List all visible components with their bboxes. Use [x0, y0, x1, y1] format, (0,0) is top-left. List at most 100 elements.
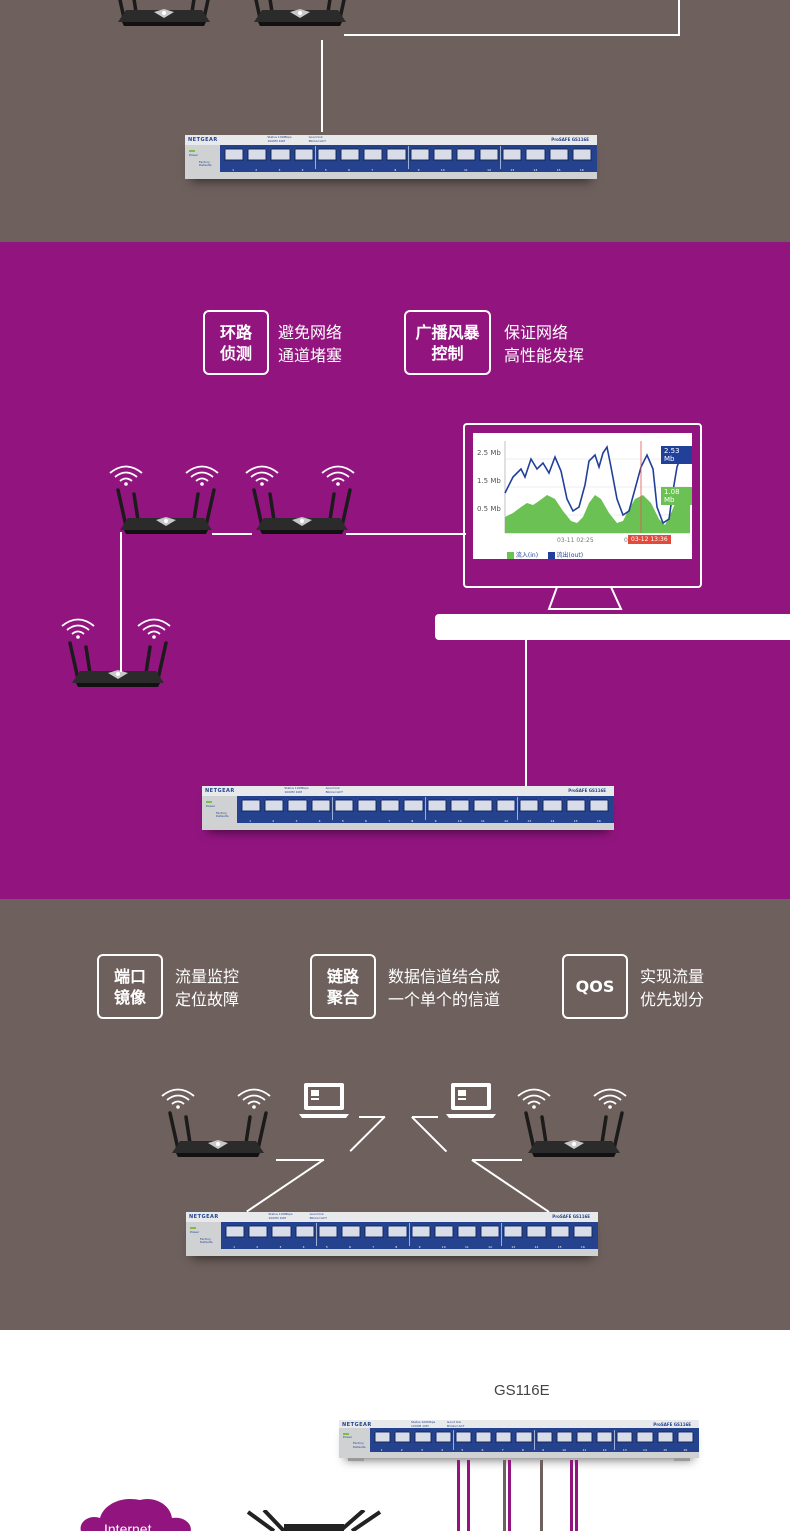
ethernet-port	[264, 799, 285, 813]
ethernet-port	[456, 1225, 478, 1239]
link-line	[346, 533, 466, 535]
feature-desc-line: 保证网络	[504, 323, 569, 342]
link-line	[120, 532, 122, 672]
legend-check-icon	[507, 552, 514, 559]
model-label: GS116E	[494, 1382, 550, 1399]
port-number: 8	[521, 1448, 524, 1453]
port-number: 13	[622, 1448, 627, 1453]
port-divider	[452, 1429, 454, 1450]
ethernet-port	[656, 1431, 674, 1443]
feature-desc-aggregation: 数据信道结合成 一个单个的信道	[388, 965, 500, 1011]
port-number: 6	[481, 1448, 484, 1453]
port-number: 7	[372, 1244, 375, 1249]
link-line	[276, 1159, 324, 1161]
y-tick-label: 0.5 Mb	[477, 505, 501, 513]
wifi-icon	[60, 617, 96, 639]
feature-desc-line: 流量监控	[175, 967, 240, 986]
port-number: 2	[400, 1448, 403, 1453]
laptop-icon	[446, 1083, 496, 1118]
port-number: 12	[487, 167, 491, 172]
router-icon	[114, 488, 218, 536]
ethernet-port	[474, 1431, 493, 1443]
port-number: 15	[663, 1448, 668, 1453]
port-number: 1	[232, 167, 235, 172]
ethernet-port	[386, 148, 407, 162]
port-number: 14	[550, 818, 555, 823]
ethernet-port	[270, 148, 291, 162]
monitor-stand	[547, 587, 623, 610]
ethernet-port	[248, 1225, 269, 1239]
port-number: 5	[325, 1244, 328, 1249]
wifi-icon	[516, 1087, 552, 1109]
monitor-screen: 2.5 Mb 1.5 Mb 0.5 Mb 2.53 Mb 1.08 Mb 03-…	[473, 433, 692, 559]
port-number: 12	[602, 1448, 607, 1453]
ethernet-port	[535, 1431, 553, 1443]
port-number: 7	[371, 167, 374, 172]
switch-model: ProSAFE GS116E	[653, 1422, 691, 1427]
legend-label: 流出(out)	[556, 552, 584, 559]
port-number: 16	[579, 167, 584, 172]
port-number: 15	[557, 1244, 562, 1249]
ethernet-port	[525, 148, 546, 162]
link-line	[246, 1159, 325, 1213]
link-line	[212, 533, 252, 535]
ethernet-port	[224, 148, 245, 162]
port-number: 4	[302, 1244, 305, 1249]
power-led	[189, 149, 195, 152]
ethernet-port	[515, 1431, 533, 1443]
port-number: 10	[562, 1448, 567, 1453]
link-line	[525, 640, 527, 788]
port-number: 11	[480, 818, 485, 823]
ethernet-port	[555, 1431, 573, 1443]
ethernet-port	[496, 799, 517, 813]
laptop	[299, 1082, 349, 1120]
switch-led-label: Good link Blinks=ACT	[309, 1212, 327, 1220]
port-number: 8	[411, 818, 414, 823]
link-line	[359, 1116, 385, 1118]
wifi-icon	[108, 464, 144, 486]
legend: 流入(in) 流出(out)	[507, 550, 583, 559]
router	[248, 0, 352, 28]
ethernet-port	[519, 799, 540, 813]
feature-badge-broadcast: 广播风暴 控制	[404, 310, 491, 375]
feature-desc-line: 数据信道结合成	[388, 967, 501, 986]
feature-badge-mirroring: 端口 镜像	[97, 954, 163, 1019]
ethernet-port	[616, 1431, 634, 1443]
feature-desc-line: 高性能发挥	[504, 346, 585, 365]
router-icon	[166, 1111, 270, 1159]
port-number: 4	[318, 818, 321, 823]
ethernet-port	[414, 1431, 432, 1443]
feature-badge-loop: 环路 侦测	[203, 310, 269, 375]
port-number: 12	[488, 1244, 492, 1249]
port-number: 13	[527, 818, 532, 823]
wifi-icon	[136, 617, 172, 639]
port-number: 13	[510, 167, 515, 172]
cable	[540, 1460, 543, 1531]
port-divider	[517, 797, 519, 821]
port-number: 16	[580, 1244, 585, 1249]
switch-brand: NETGEAR	[188, 137, 218, 143]
switch-brand: NETGEAR	[205, 788, 235, 794]
legend-label: 流入(in)	[515, 552, 539, 559]
x-tick-label: 03-11 02:25	[557, 537, 594, 544]
port-number: 11	[464, 1244, 469, 1249]
switch-led-label: Good link Blinks=ACT	[308, 135, 326, 143]
feature-desc-line: 实现流量	[640, 967, 705, 986]
port-number: 3	[420, 1448, 423, 1453]
ethernet-port	[455, 148, 477, 162]
ethernet-port	[433, 1225, 454, 1239]
value-tag-out: 1.08 Mb	[661, 487, 692, 505]
port-number: 16	[596, 818, 601, 823]
ethernet-port	[495, 1431, 513, 1443]
port-divider	[314, 146, 316, 170]
router	[112, 0, 216, 28]
feature-title: 端口	[113, 966, 146, 986]
feature-title: 链路	[326, 966, 359, 986]
x-tick-label: 0	[624, 537, 628, 544]
switch-led-label: Good link Blinks=ACT	[325, 786, 343, 794]
port-number: 3	[295, 818, 298, 823]
port-number: 2	[256, 1244, 259, 1249]
switch-power-label: Power	[206, 803, 216, 808]
ethernet-port	[410, 1225, 431, 1239]
